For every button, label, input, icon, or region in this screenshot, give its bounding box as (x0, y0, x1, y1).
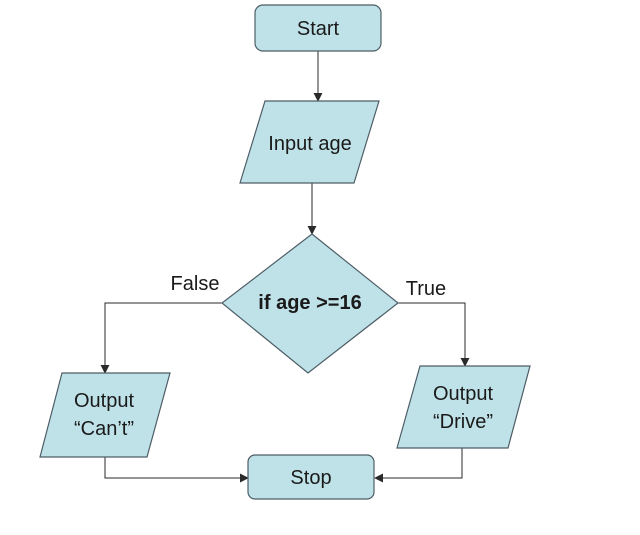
decision-diamond (221, 233, 399, 374)
decision-label: if age >=16 (258, 292, 361, 314)
output-drive-node: Output “Drive” (396, 365, 531, 449)
output-cant-line2: “Can’t” (74, 418, 134, 440)
output-cant-parallelogram (39, 372, 171, 458)
true-branch-label: True (406, 278, 446, 300)
output-drive-line1: Output (433, 383, 493, 405)
output-drive-parallelogram (396, 365, 531, 449)
cant-to-stop-arrow (104, 457, 249, 483)
input-parallelogram (239, 100, 380, 184)
stop-label: Stop (290, 467, 331, 489)
output-cant-node: Output “Can’t” (39, 372, 171, 458)
output-cant-line1: Output (74, 390, 134, 412)
stop-terminal-shape (247, 454, 375, 500)
input-node: Input age (239, 100, 380, 184)
stop-node: Stop (247, 454, 375, 500)
decision-false-arrow (100, 302, 222, 374)
start-terminal-shape (254, 4, 382, 52)
input-label: Input age (268, 133, 351, 155)
decision-node: if age >=16 (221, 233, 399, 374)
start-label: Start (297, 18, 340, 40)
output-drive-line2: “Drive” (433, 411, 493, 433)
start-node: Start (254, 4, 382, 52)
connectors (100, 51, 470, 483)
decision-true-arrow (398, 302, 470, 367)
drive-to-stop-arrow (374, 448, 463, 483)
false-branch-label: False (171, 273, 220, 295)
